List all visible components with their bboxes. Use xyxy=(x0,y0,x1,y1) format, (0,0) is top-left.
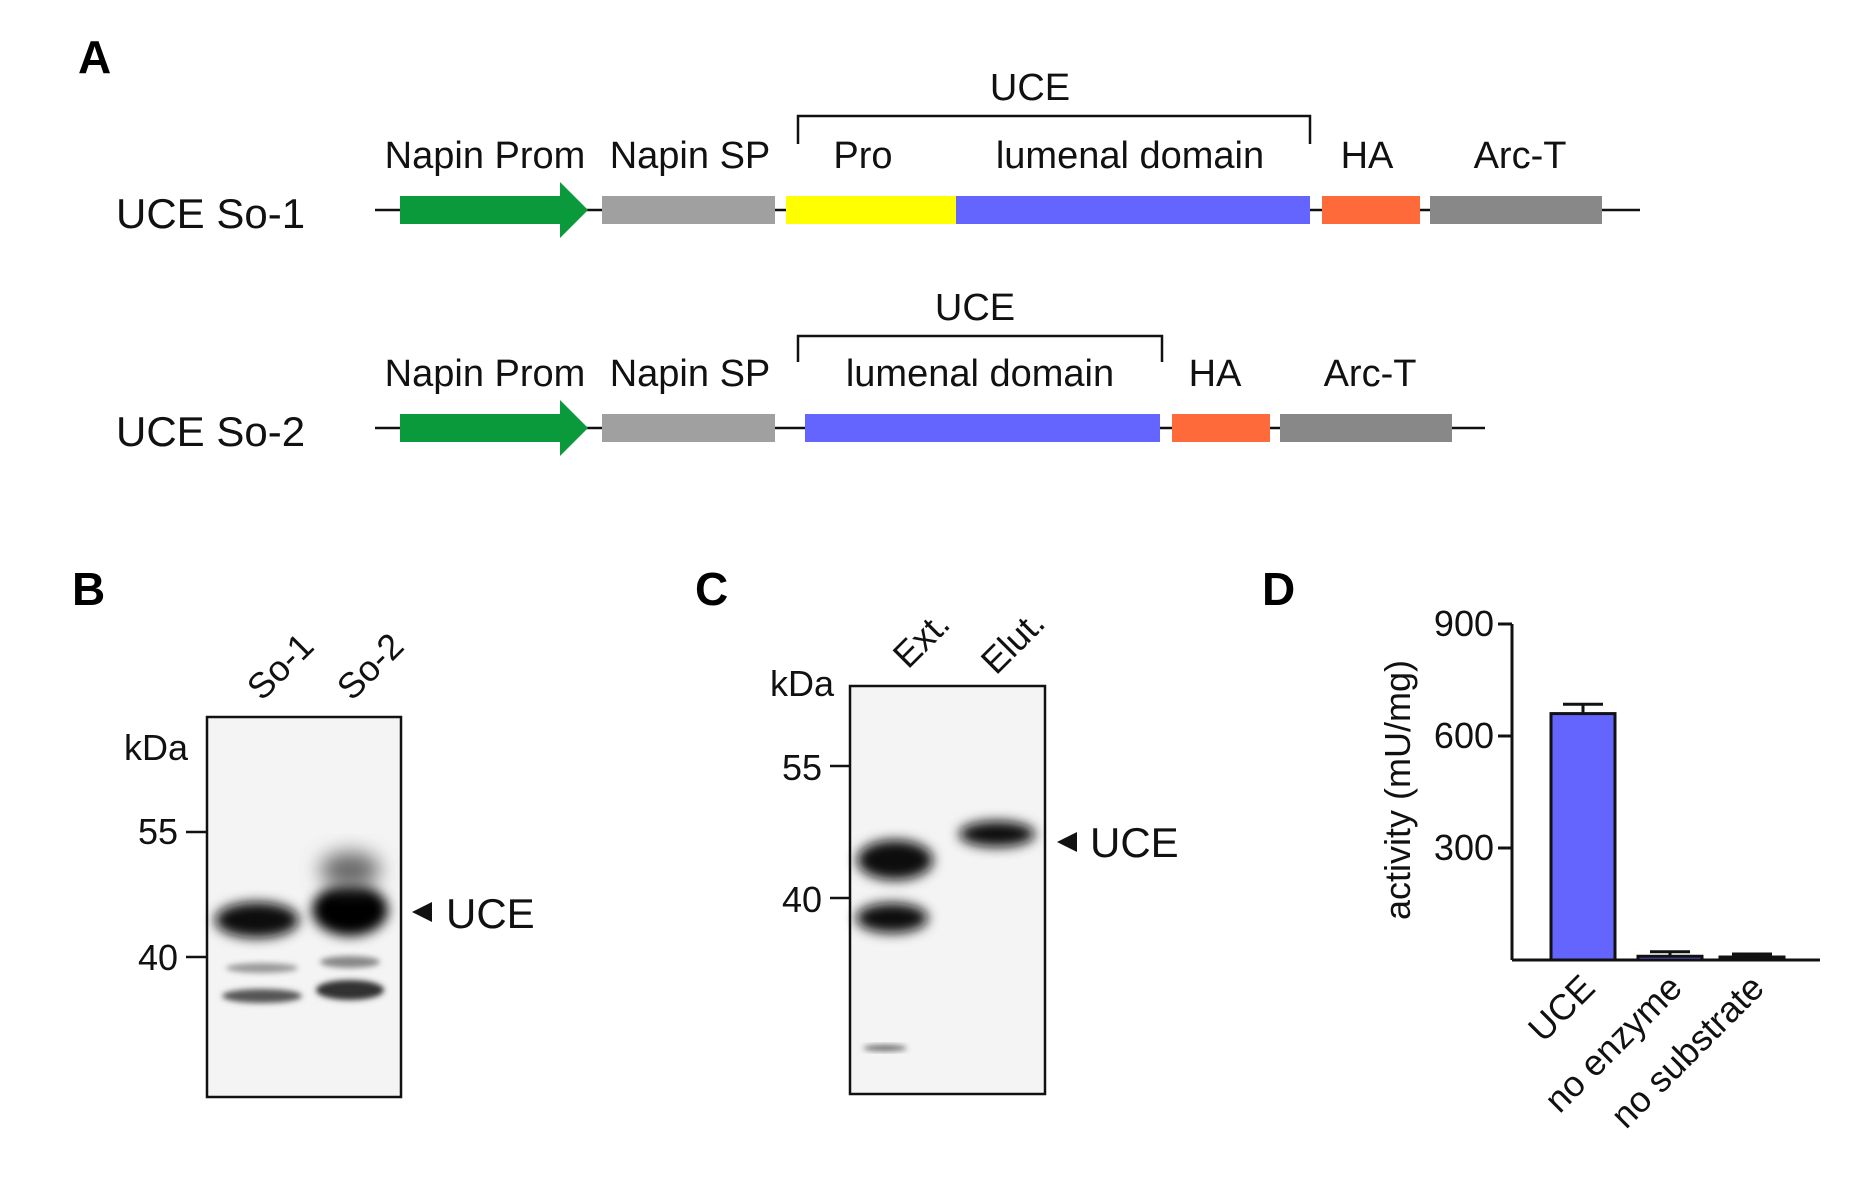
band-label-uce: UCE xyxy=(1090,819,1179,866)
lane-label-ext: Ext. xyxy=(885,603,958,676)
construct-so2-name: UCE So-2 xyxy=(116,408,305,455)
band-so2-main xyxy=(312,884,388,936)
blot-c-membrane xyxy=(848,684,1047,1096)
panel-label-b: B xyxy=(72,563,105,615)
kda-label: kDa xyxy=(770,663,835,704)
band-elut xyxy=(959,821,1035,847)
bar-no-substrate xyxy=(1718,955,1786,962)
block-arc-t xyxy=(1430,196,1602,224)
block-pro xyxy=(786,196,956,224)
block-ha xyxy=(1172,414,1270,442)
label-lumenal-domain: lumenal domain xyxy=(846,353,1114,395)
label-lumenal-domain: lumenal domain xyxy=(996,135,1264,177)
label-arc-t: Arc-T xyxy=(1474,135,1567,177)
construct-so1-bracket xyxy=(796,114,1312,144)
label-ha: HA xyxy=(1341,135,1394,177)
construct-so1-bracket-label: UCE xyxy=(990,67,1070,109)
band-ext-lower xyxy=(856,903,928,933)
construct-so2-bracket xyxy=(796,334,1164,362)
panel-label-d: D xyxy=(1262,563,1295,615)
band-ext-upper xyxy=(857,840,933,880)
y-axis-label: activity (mU/mg) xyxy=(1377,660,1418,920)
band-so1-faint xyxy=(226,963,298,973)
marker-55: 55 xyxy=(138,811,178,852)
label-napin-prom: Napin Prom xyxy=(385,135,586,177)
marker-40: 40 xyxy=(138,937,178,978)
band-so1-main xyxy=(215,902,299,938)
band-so2-faint xyxy=(320,956,380,968)
lane-label-elut: Elut. xyxy=(973,602,1053,682)
y-tick-label-900: 900 xyxy=(1434,603,1494,644)
construct-so1-name: UCE So-1 xyxy=(116,190,305,237)
y-tick-label-300: 300 xyxy=(1434,827,1494,868)
y-tick-label-600: 600 xyxy=(1434,715,1494,756)
bar-uce xyxy=(1549,712,1617,962)
band-arrow-icon xyxy=(412,902,432,922)
label-pro: Pro xyxy=(833,135,892,177)
promoter-arrow xyxy=(400,400,588,456)
panel-label-c: C xyxy=(695,563,728,615)
construct-so2-bracket-label: UCE xyxy=(935,287,1015,329)
blot-c: Ext. Elut. kDa 55 40 UCE xyxy=(770,602,1179,1096)
construct-so2: UCE So-2 UCE Napin Prom Napin SP lumenal… xyxy=(116,287,1485,456)
band-so2-smear xyxy=(320,852,380,888)
promoter-arrow xyxy=(400,182,588,238)
label-napin-prom: Napin Prom xyxy=(385,353,586,395)
block-ha xyxy=(1322,196,1420,224)
lane-label-so1: So-1 xyxy=(239,625,322,708)
kda-label: kDa xyxy=(124,727,189,768)
block-napin-sp xyxy=(602,196,775,224)
band-so2-lower xyxy=(316,980,384,1000)
panel-label-a: A xyxy=(78,31,111,83)
bar-no-enzyme xyxy=(1636,954,1704,962)
label-napin-sp: Napin SP xyxy=(610,353,771,395)
lane-label-so2: So-2 xyxy=(329,625,412,708)
construct-so1: UCE So-1 UCE Napin Prom Napin SP Pro lum… xyxy=(116,67,1640,238)
band-arrow-icon xyxy=(1057,832,1077,852)
band-label-uce: UCE xyxy=(446,890,535,937)
block-arc-t xyxy=(1280,414,1452,442)
block-napin-sp xyxy=(602,414,775,442)
blot-b: So-1 So-2 kDa 55 40 UCE xyxy=(124,625,535,1099)
label-arc-t: Arc-T xyxy=(1324,353,1417,395)
band-ext-artifact xyxy=(863,1045,907,1051)
label-ha: HA xyxy=(1189,353,1242,395)
marker-55: 55 xyxy=(782,747,822,788)
label-napin-sp: Napin SP xyxy=(610,135,771,177)
block-lumenal-domain xyxy=(956,196,1310,224)
band-so1-lower xyxy=(222,989,302,1003)
block-lumenal-domain xyxy=(805,414,1160,442)
marker-40: 40 xyxy=(782,879,822,920)
